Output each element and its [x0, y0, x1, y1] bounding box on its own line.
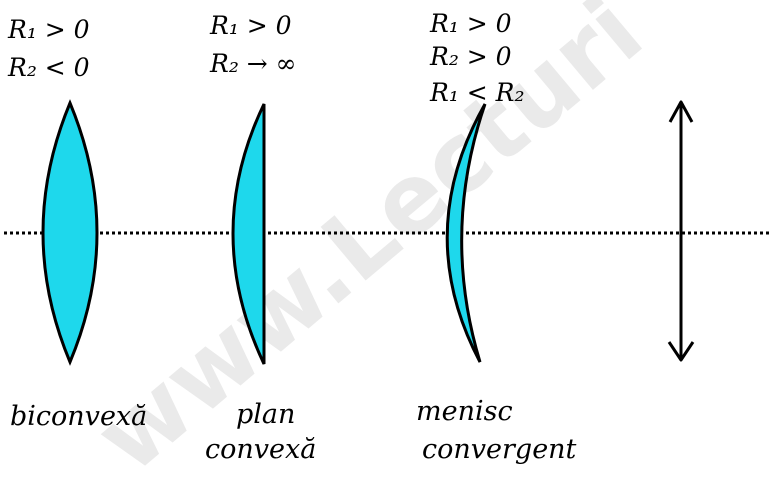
lens1-name: biconvexă — [10, 401, 147, 432]
double-arrow-icon — [667, 100, 695, 362]
lens3-name-line-2: convergent — [422, 434, 577, 465]
watermark: www.Lecturi — [75, 0, 663, 484]
lens2-name-line-2: convexă — [205, 434, 316, 465]
lens2-condition-1: R₁ > 0 — [209, 11, 292, 40]
lens3-condition-2: R₂ > 0 — [429, 42, 512, 71]
lens2-condition-2: R₂ → ∞ — [209, 49, 297, 78]
lens1-condition-1: R₁ > 0 — [7, 15, 90, 44]
lens3-name-line-1: menisc — [416, 396, 513, 427]
biconvex-lens — [41, 99, 99, 366]
lens2-name-line-1: plan — [236, 399, 295, 430]
meniscus-lens — [445, 103, 487, 363]
plano-convex-lens — [231, 103, 266, 365]
lens3-condition-1: R₁ > 0 — [429, 9, 512, 38]
lens3-condition-3: R₁ < R₂ — [429, 78, 525, 107]
lens1-condition-2: R₂ < 0 — [7, 53, 90, 82]
